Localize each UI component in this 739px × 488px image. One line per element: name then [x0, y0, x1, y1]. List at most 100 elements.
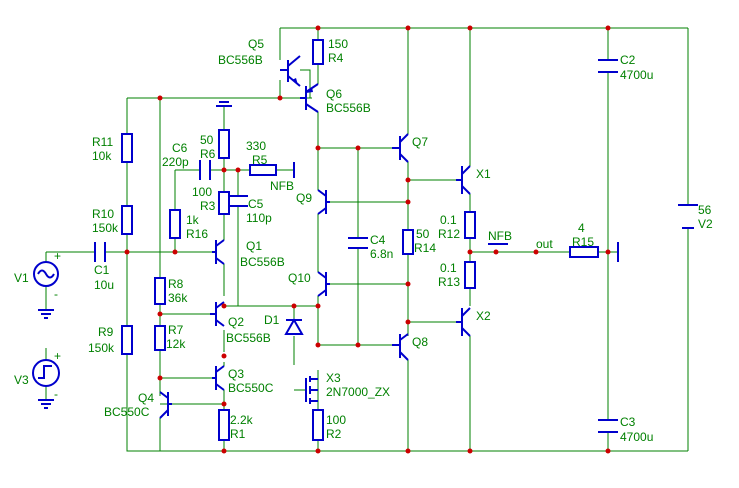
component-labels: Q5 BC556B 150 R4 Q6 BC556B C2 4700u R11 …: [14, 37, 713, 444]
label-c3-value: 4700u: [620, 430, 653, 444]
transistor-q1: [212, 239, 225, 265]
wires: [45, 27, 689, 452]
capacitor-c2: [598, 59, 618, 73]
resistor-r10: [121, 205, 133, 235]
resistor-r16: [169, 209, 181, 239]
battery-v2: [678, 204, 698, 229]
resistor-r9: [121, 325, 133, 355]
label-r4-value: 150: [328, 37, 348, 51]
label-q6-ref: Q6: [326, 87, 342, 101]
label-r13-ref: R13: [438, 275, 460, 289]
transistor-q5: [280, 55, 301, 87]
label-q1-ref: Q1: [246, 239, 262, 253]
transistor-x1: [456, 165, 471, 195]
label-q6-value: BC556B: [326, 101, 371, 115]
label-r1-value: 2.2k: [230, 413, 254, 427]
resistor-r11: [121, 133, 133, 163]
resistor-r15: [569, 246, 599, 258]
transistor-q3: [212, 365, 225, 391]
label-c4-ref: C4: [370, 233, 386, 247]
label-x3-value: 2N7000_ZX: [326, 385, 390, 399]
label-r2-ref: R2: [326, 427, 342, 441]
diode-d1: [284, 317, 304, 335]
resistor-r3: [218, 191, 230, 215]
label-r11-ref: R11: [92, 135, 113, 149]
voltage-source-v1: [33, 261, 59, 287]
label-c4-value: 6.8n: [370, 247, 393, 261]
capacitor-c1: [94, 242, 106, 262]
label-q10-ref: Q10: [288, 271, 311, 285]
label-c1-value: 10u: [94, 278, 114, 292]
label-r1-ref: R1: [230, 427, 246, 441]
label-x2-ref: X2: [476, 309, 491, 323]
resistor-r14: [402, 229, 414, 255]
label-r6-ref: R6: [200, 147, 216, 161]
label-r15-ref: R15: [572, 235, 594, 249]
sine-icon: [37, 269, 55, 279]
label-r12-ref: R12: [438, 227, 460, 241]
label-c2-value: 4700u: [620, 68, 653, 82]
label-c2-ref: C2: [620, 53, 636, 67]
resistor-r2: [312, 409, 324, 441]
resistor-r1: [218, 409, 230, 441]
transistor-q2: [210, 301, 225, 327]
mosfet-x3: [305, 376, 318, 404]
resistor-r8: [154, 277, 166, 305]
label-q9-ref: Q9: [296, 191, 312, 205]
label-q8-ref: Q8: [412, 335, 428, 349]
net-label-nfb-out: NFB: [488, 229, 512, 243]
label-q5-ref: Q5: [248, 37, 264, 51]
label-x1-ref: X1: [476, 167, 491, 181]
label-r12-value: 0.1: [440, 213, 457, 227]
resistor-r6: [218, 129, 230, 159]
label-r6-value: 50: [200, 133, 214, 147]
label-r14-ref: R14: [414, 241, 436, 255]
label-r2-value: 100: [326, 413, 346, 427]
label-q4-ref: Q4: [138, 391, 154, 405]
label-q2-value: BC556B: [226, 331, 271, 345]
ground-icon: [216, 101, 232, 107]
plus-icon: +: [54, 349, 61, 363]
label-r5-ref: R5: [252, 153, 268, 167]
label-r3-value: 100: [192, 185, 212, 199]
transistor-q10: [317, 271, 330, 297]
label-c5-value: 110p: [246, 211, 272, 225]
label-q3-ref: Q3: [228, 367, 244, 381]
label-d1-ref: D1: [264, 313, 280, 327]
resistor-r7: [154, 325, 166, 351]
component-symbols: [32, 39, 698, 441]
label-r9-ref: R9: [98, 325, 114, 339]
transistor-q7: [392, 133, 409, 163]
transistor-q9: [317, 189, 330, 215]
label-c5-ref: C5: [248, 197, 264, 211]
label-r16-ref: R16: [186, 227, 208, 241]
label-q3-value: BC550C: [228, 381, 274, 395]
label-r10-ref: R10: [92, 207, 114, 221]
label-r5-value: 330: [246, 139, 266, 153]
label-q4-value: BC550C: [104, 405, 150, 419]
plus-icon: +: [54, 249, 61, 263]
label-r15-value: 4: [578, 221, 585, 235]
minus-icon: -: [54, 387, 58, 401]
ground-icon: [38, 309, 54, 319]
transistor-x2: [456, 307, 471, 337]
label-c6-value: 220p: [162, 155, 189, 169]
voltage-source-v3: [32, 359, 60, 387]
capacitor-c5: [228, 195, 248, 207]
label-r3-ref: R3: [200, 199, 216, 213]
label-c6-ref: C6: [172, 141, 188, 155]
junctions: [124, 25, 611, 454]
capacitor-c3: [598, 419, 618, 433]
transistor-q8: [392, 333, 409, 361]
label-v2-value: 56: [698, 203, 712, 217]
label-r11-value: 10k: [92, 149, 112, 163]
resistor-r12: [464, 211, 476, 239]
label-r7-ref: R7: [168, 323, 184, 337]
label-q1-value: BC556B: [240, 255, 285, 269]
label-c1-ref: C1: [94, 263, 110, 277]
resistor-r5: [249, 164, 277, 176]
label-r8-ref: R8: [168, 277, 184, 291]
label-r14-value: 50: [416, 227, 430, 241]
label-r16-value: 1k: [186, 213, 200, 227]
